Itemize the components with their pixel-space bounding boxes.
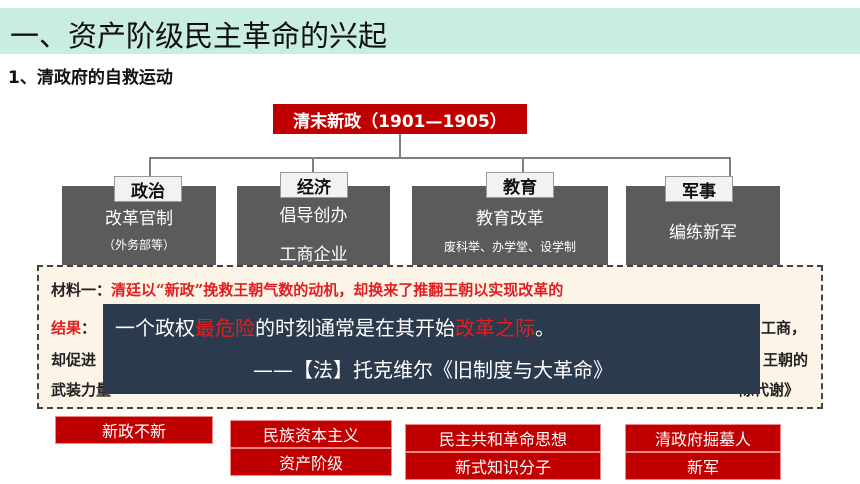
quote-source: ——【法】托克维尔《旧制度与大革命》 [253, 358, 613, 382]
category-item: 教育改革 [476, 209, 544, 229]
section-subtitle: 1、清政府的自救运动 [8, 68, 173, 88]
category-item: 倡导创办 [279, 206, 348, 226]
material-result-label: 结果 [51, 319, 82, 337]
connector-drop-4 [729, 157, 731, 176]
connector-drop-2 [312, 157, 314, 172]
category-tab-education: 教育 [486, 172, 554, 198]
material-text-1: 清廷以“新政”挽救王朝气数的动机，却换来了推翻王朝以实现改革的 [111, 281, 564, 299]
quote-text: 一个政权最危险的时刻通常是在其开始改革之际。 [115, 312, 555, 341]
material-label: 材料一： [51, 281, 112, 299]
category-tab-economy: 经济 [280, 172, 348, 198]
title-bar [0, 8, 860, 54]
quote-part: 一个政权 [115, 316, 195, 340]
connector-horizontal [149, 157, 731, 159]
material-line-3-end: 王朝的 [763, 351, 809, 369]
quote-part: 。 [535, 316, 555, 340]
category-box-economy: 倡导创办 工商企业 [237, 186, 390, 266]
result-box-4-line2: 新军 [625, 452, 781, 480]
material-line-2: 结果： [51, 317, 96, 338]
root-box: 清末新政（1901—1905） [273, 104, 527, 134]
material-line-3: 却促进 [51, 351, 97, 369]
result-box-2-line1: 民族资本主义 [230, 420, 392, 448]
material-line-1: 材料一：清廷以“新政”挽救王朝气数的动机，却换来了推翻王朝以实现改革的 [51, 279, 563, 300]
page-title: 一、资产阶级民主革命的兴起 [10, 19, 388, 53]
quote-box: 一个政权最危险的时刻通常是在其开始改革之际。 ——【法】托克维尔《旧制度与大革命… [103, 304, 760, 394]
connector-drop-3 [522, 157, 524, 172]
category-box-education: 教育改革 废科举、办学堂、设学制 [412, 186, 608, 266]
material-colon: ： [81, 319, 97, 337]
result-box-3-line1: 民主共和革命思想 [405, 424, 601, 452]
category-tab-military: 军事 [665, 176, 733, 202]
result-box-1: 新政不新 [55, 416, 213, 444]
category-item-2: 工商企业 [279, 245, 348, 265]
connector-vertical-root [399, 134, 401, 157]
category-item: 改革官制 [105, 209, 173, 229]
material-line-4: 武装力量 [51, 381, 112, 399]
category-note: 废科举、办学堂、设学制 [443, 240, 576, 254]
quote-highlight-reform: 改革之际 [455, 316, 535, 340]
category-tab-politics: 政治 [114, 176, 182, 202]
result-box-3-line2: 新式知识分子 [405, 452, 601, 480]
result-box-2-line2: 资产阶级 [230, 448, 392, 476]
quote-highlight-danger: 最危险 [195, 316, 255, 340]
quote-part: 的时刻通常是在其开始 [255, 316, 455, 340]
category-note: （外务部等） [102, 238, 175, 252]
material-line-2-end: 工商， [761, 319, 807, 337]
connector-drop-1 [149, 157, 151, 176]
category-box-military: 编练新军 [626, 186, 780, 266]
result-box-4-line1: 清政府掘墓人 [625, 424, 781, 452]
category-item: 编练新军 [669, 223, 737, 243]
